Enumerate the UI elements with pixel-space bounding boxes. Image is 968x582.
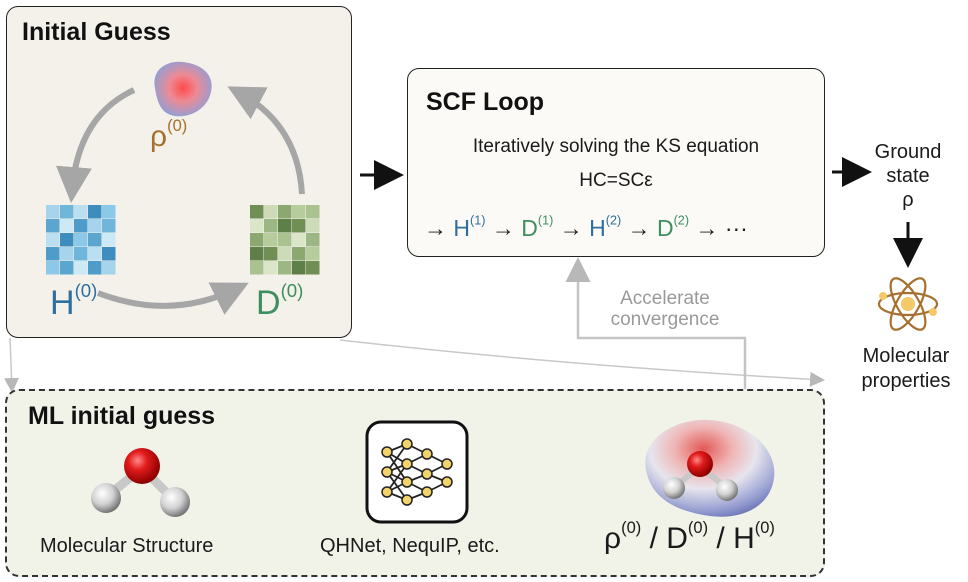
matrix-cell — [306, 219, 320, 233]
density-blob-icon — [154, 61, 212, 117]
matrix-cell — [250, 219, 264, 233]
matrix-cell — [306, 261, 320, 275]
scf-seq-h1: H(1) — [453, 213, 486, 241]
neural-network-icon — [365, 420, 469, 524]
matrix-cell — [60, 233, 74, 247]
atom-icon — [877, 277, 939, 331]
density-matrix-icon — [250, 205, 320, 275]
h-initial-label: H(0) — [50, 280, 98, 322]
matrix-cell — [278, 205, 292, 219]
matrix-cell — [60, 261, 74, 275]
matrix-cell — [278, 247, 292, 261]
matrix-cell — [88, 247, 102, 261]
zoom-connector-left — [4, 337, 20, 393]
water-molecule-icon — [91, 448, 190, 517]
matrix-cell — [292, 247, 306, 261]
accelerate-arrow — [565, 257, 747, 389]
ml-initial-guess-title: ML initial guess — [28, 402, 216, 430]
d-initial-label: D(0) — [256, 280, 304, 322]
matrix-cell — [102, 233, 116, 247]
ground-state-label: Ground state ρ — [874, 141, 942, 211]
hamiltonian-matrix-icon — [46, 205, 116, 275]
scf-seq-d1: D(1) — [521, 213, 554, 241]
matrix-cell — [250, 233, 264, 247]
matrix-cell — [264, 233, 278, 247]
matrix-cell — [46, 219, 60, 233]
matrix-cell — [264, 205, 278, 219]
matrix-cell — [264, 247, 278, 261]
accelerate-convergence-label: Accelerate convergence — [596, 288, 734, 330]
matrix-cell — [102, 261, 116, 275]
scf-seq-h2: H(2) — [589, 213, 622, 241]
matrix-cell — [74, 247, 88, 261]
scf-loop-title: SCF Loop — [426, 88, 545, 116]
matrix-cell — [88, 261, 102, 275]
initial-guess-title: Initial Guess — [22, 18, 171, 46]
scf-description: Iteratively solving the KS equation — [472, 136, 760, 157]
matrix-cell — [306, 205, 320, 219]
scf-sequence: → H(1) → D(1) → H(2) → D(2) → ··· — [424, 213, 748, 241]
matrix-cell — [250, 205, 264, 219]
matrix-cell — [264, 261, 278, 275]
matrix-cell — [278, 233, 292, 247]
matrix-cell — [74, 233, 88, 247]
rho-initial-label: ρ(0) — [150, 117, 188, 153]
matrix-cell — [88, 233, 102, 247]
zoom-connector-right — [339, 339, 825, 387]
matrix-cell — [46, 261, 60, 275]
matrix-cell — [292, 219, 306, 233]
matrix-cell — [60, 205, 74, 219]
matrix-cell — [250, 247, 264, 261]
matrix-cell — [46, 247, 60, 261]
matrix-cell — [102, 219, 116, 233]
matrix-cell — [306, 233, 320, 247]
matrix-cell — [46, 233, 60, 247]
ml-output-label: ρ(0) / D(0) / H(0) — [604, 519, 775, 555]
matrix-cell — [292, 233, 306, 247]
matrix-cell — [306, 247, 320, 261]
molecular-structure-label: Molecular Structure — [40, 535, 214, 557]
scf-equation: HC=SCε — [579, 170, 653, 191]
matrix-cell — [74, 219, 88, 233]
matrix-cell — [60, 247, 74, 261]
cycle-arrows — [55, 86, 305, 315]
matrix-cell — [292, 261, 306, 275]
electron-density-surface-icon — [645, 419, 775, 517]
matrix-cell — [250, 261, 264, 275]
matrix-cell — [74, 205, 88, 219]
scf-loop-panel — [407, 68, 825, 257]
matrix-cell — [264, 219, 278, 233]
model-names-label: QHNet, NequIP, etc. — [320, 535, 500, 557]
scf-seq-d2: D(2) — [656, 213, 690, 241]
matrix-cell — [88, 205, 102, 219]
matrix-cell — [74, 261, 88, 275]
matrix-cell — [102, 247, 116, 261]
molecular-properties-label: Molecular properties — [861, 345, 951, 392]
matrix-cell — [292, 205, 306, 219]
matrix-cell — [278, 261, 292, 275]
matrix-cell — [278, 219, 292, 233]
matrix-cell — [102, 205, 116, 219]
matrix-cell — [60, 219, 74, 233]
scf-seq-ellipsis: ··· — [724, 215, 748, 241]
matrix-cell — [88, 219, 102, 233]
matrix-cell — [46, 205, 60, 219]
